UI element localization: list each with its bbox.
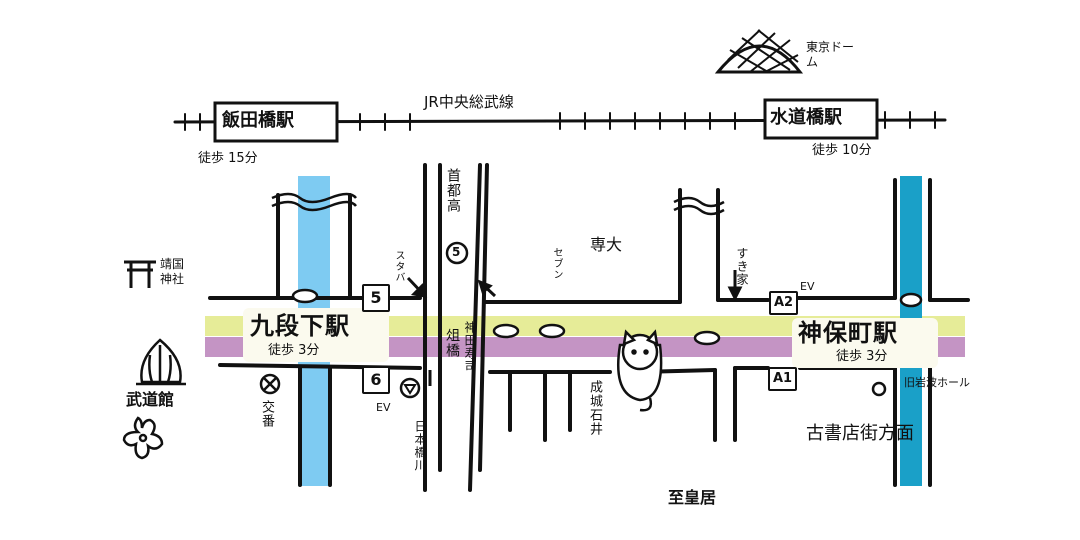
exit-5-marker: 5 xyxy=(362,284,390,312)
exit-a2-marker: A2 xyxy=(769,291,799,315)
restroom-marker xyxy=(399,377,421,399)
shutoko-route-number: 5 xyxy=(452,245,461,259)
tokyo-dome-icon xyxy=(714,29,804,74)
exit-a1-marker: A1 xyxy=(768,367,798,391)
iidabashi-walk-time: 徒歩 15分 xyxy=(198,151,258,166)
shutoko-route-marker xyxy=(445,241,469,265)
jr-line-label: JR中央総武線 xyxy=(420,95,518,110)
road-network xyxy=(208,163,970,492)
kudanshita-box xyxy=(243,308,389,362)
suidobashi-walk-time: 徒歩 10分 xyxy=(812,143,872,158)
nihonbashigawa-label: 日本橋川 xyxy=(413,420,427,472)
budokan-label: 武道館 xyxy=(126,390,175,409)
kudanshita-walk-time: 徒歩 3分 xyxy=(268,343,320,358)
cat-mascot-icon xyxy=(616,329,663,412)
kosho-street-label: 古書店街方面 xyxy=(806,423,914,444)
iwanami-marker xyxy=(871,381,887,397)
jimbocho-box xyxy=(792,318,938,368)
jimbocho-station-name: 神保町駅 xyxy=(798,319,898,347)
shinjuku-line-band xyxy=(205,316,965,336)
shutoko-label: 首都高 xyxy=(445,168,461,213)
road-break-marks xyxy=(271,192,725,216)
platform-marks xyxy=(291,288,923,346)
kanda-sushi-label: 神田寿司 xyxy=(463,321,477,373)
sukiya-label: すき家 xyxy=(735,247,749,286)
hanzomon-line-band xyxy=(205,337,965,357)
iwanami-hall-label: 旧岩波ホール xyxy=(904,376,970,389)
torii-icon xyxy=(124,260,156,288)
entrance-arrows xyxy=(406,270,743,386)
cherry-blossom-icon xyxy=(122,416,164,460)
seijo-ishii-label: 成城石井 xyxy=(587,380,602,436)
exit-6-marker: 6 xyxy=(362,366,390,394)
koban-label: 交番 xyxy=(259,400,274,428)
tokyo-dome-label: 東京ドーム xyxy=(806,40,855,69)
ev-label-east: EV xyxy=(800,280,815,293)
jimbocho-walk-time: 徒歩 3分 xyxy=(836,349,888,364)
iidabashi-box xyxy=(213,101,339,143)
kumi-bashi-label: 俎橋 xyxy=(444,328,460,358)
kudanshita-station-name: 九段下駅 xyxy=(250,312,350,340)
seven-label: セブン xyxy=(551,247,562,280)
koban-icon xyxy=(259,373,281,395)
iidabashi-station-label: 飯田橋駅 xyxy=(222,110,294,131)
suidobashi-box xyxy=(763,98,879,140)
sutaba-label: スタバ xyxy=(393,250,404,283)
suidobashi-station-label: 水道橋駅 xyxy=(770,107,842,128)
ev-label-west: EV xyxy=(376,401,391,414)
senshu-label: 専大 xyxy=(590,235,623,254)
to-imperial-palace-label: 至皇居 xyxy=(668,488,717,507)
yasukuni-label: 靖国神社 xyxy=(160,257,185,286)
budokan-icon xyxy=(136,338,186,386)
restroom-glyph xyxy=(403,384,417,395)
